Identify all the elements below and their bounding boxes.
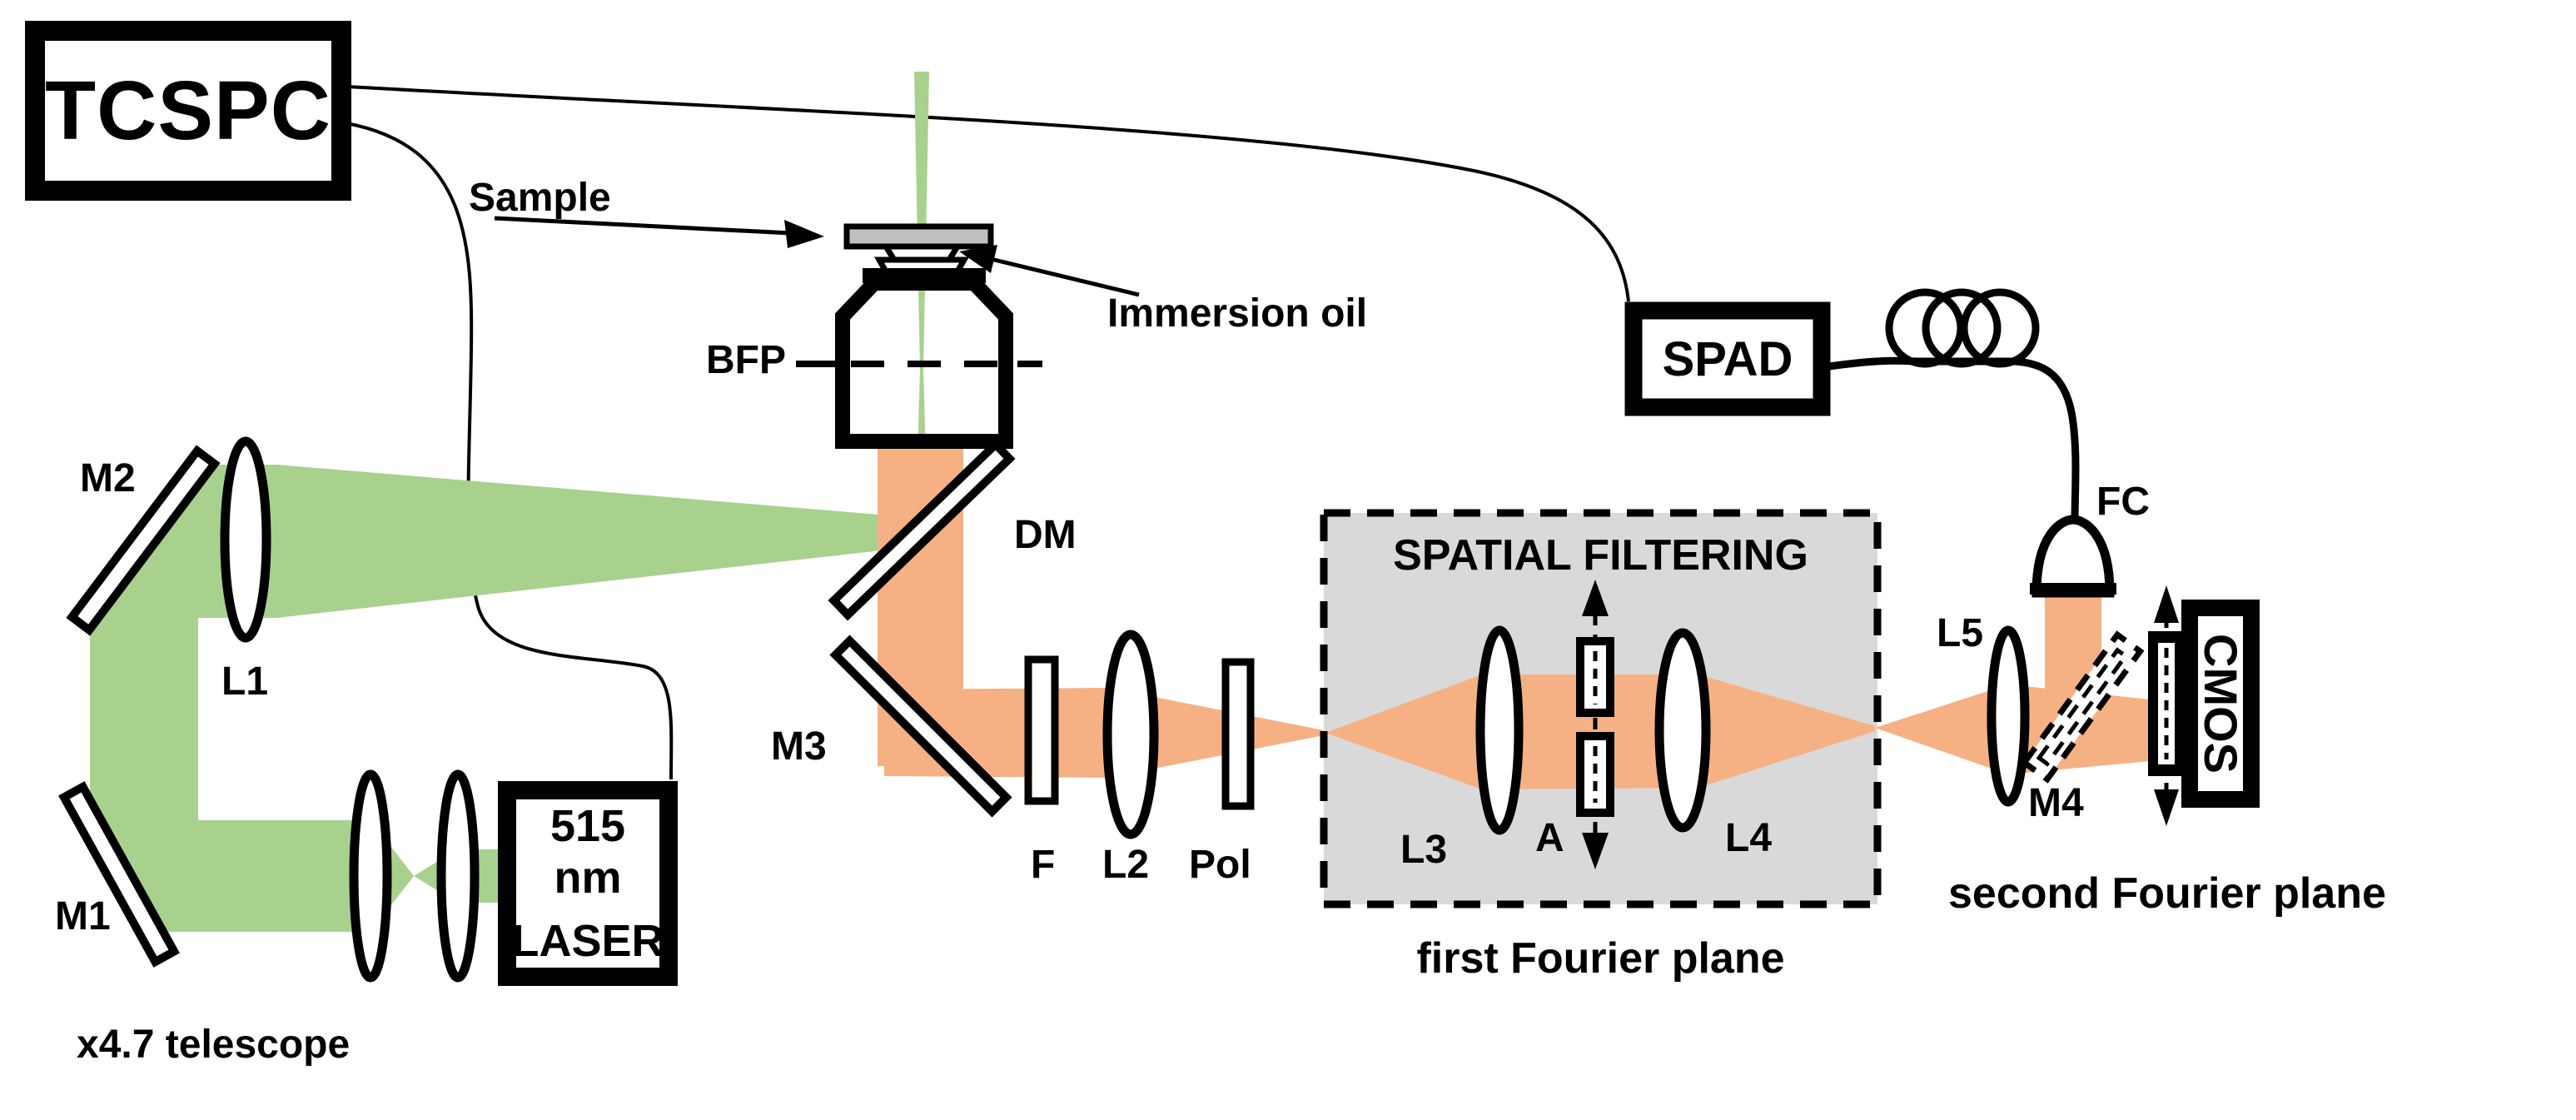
label-bfp: BFP [706, 338, 786, 382]
wire-tcspc-to-laser [346, 122, 674, 780]
fiber-loop-2 [1922, 288, 2002, 368]
label-spatial-filtering: SPATIAL FILTERING [1393, 531, 1808, 580]
label-dm: DM [1014, 513, 1077, 557]
flip-mirror-m4 [2020, 630, 2145, 784]
immersion-arrow-line [990, 256, 1140, 297]
sample-slide [843, 223, 994, 250]
sensor-arrow-down-icon [2154, 789, 2179, 826]
cmos-label: CMOS [2195, 634, 2247, 774]
filter-f [1024, 655, 1059, 805]
label-l5: L5 [1937, 611, 1984, 655]
immersion-oil-pointer [959, 245, 1140, 297]
dichroic-mirror-dm [828, 438, 1016, 621]
fc-base [2030, 583, 2116, 595]
wire-tcspc-to-spad [347, 85, 1630, 302]
label-m3: M3 [771, 724, 827, 769]
cmos-box [2181, 600, 2260, 808]
label-f: F [1031, 843, 1056, 887]
optical-fiber [1828, 288, 2080, 522]
aperture-arrow-down-icon [1582, 833, 1609, 869]
lens-l3 [1475, 625, 1524, 835]
fiber-line [1828, 356, 2080, 522]
spad-label: SPAD [1662, 331, 1793, 386]
green-beam-m2-to-dm [85, 465, 919, 618]
sample-pointer [494, 216, 824, 248]
label-fc: FC [2096, 480, 2150, 524]
telescope-lens-2 [436, 769, 480, 983]
laser-label: 515 nm LASER [512, 799, 664, 968]
telescope-lens-1 [349, 769, 392, 983]
sample-arrow-line [494, 216, 792, 236]
mirror-m2 [66, 445, 221, 636]
tcspc-box [25, 21, 351, 201]
laser-wavelength: 515 nm [550, 801, 626, 903]
label-pol: Pol [1189, 843, 1251, 887]
lens-l4 [1654, 628, 1711, 833]
cmos-label-wrap: CMOS [2181, 600, 2260, 808]
immersion-arrow-head [959, 245, 997, 273]
lens-l2 [1102, 630, 1159, 839]
laser-box [498, 781, 678, 986]
label-l3: L3 [1400, 828, 1448, 872]
label-l2: L2 [1102, 843, 1150, 887]
lens-l1 [220, 436, 271, 643]
label-m1: M1 [55, 894, 111, 938]
aperture-a [1576, 580, 1614, 869]
fc-dome [2031, 515, 2115, 598]
spatial-filtering-box-border [1320, 509, 1882, 908]
label-sample: Sample [469, 176, 611, 220]
label-m2: M2 [80, 456, 136, 500]
mirror-m3 [829, 635, 1012, 818]
label-telescope: x4.7 telescope [77, 1023, 351, 1067]
sensor-arrow-up-icon [2154, 585, 2179, 623]
green-beam-above-sample [914, 72, 929, 371]
label-second-fourier-plane: second Fourier plane [1948, 869, 2386, 918]
tcspc-label: TCSPC [45, 63, 331, 157]
laser-word: LASER [511, 916, 664, 966]
label-aperture: A [1535, 816, 1564, 860]
aperture-arrow-up-icon [1582, 580, 1609, 616]
fiber-coupler-fc [2030, 515, 2116, 598]
orange-beam-focus-to-l5 [1875, 684, 2008, 774]
green-beam-m2-to-m1 [90, 481, 370, 932]
label-immersion-oil: Immersion oil [1107, 291, 1368, 336]
objective-body-outline [835, 276, 1013, 449]
cmos-sensor-plate [2148, 585, 2185, 826]
label-l4: L4 [1725, 816, 1773, 860]
mirror-m1 [58, 781, 180, 968]
label-first-fourier-plane: first Fourier plane [1416, 934, 1785, 983]
lens-l5 [1987, 625, 2030, 807]
label-m4: M4 [2028, 781, 2084, 825]
sample-arrow-head [784, 220, 824, 248]
spad-box [1624, 301, 1831, 416]
fiber-loop-3 [1960, 288, 2040, 368]
polarizer-pol [1221, 658, 1255, 810]
label-l1: L1 [221, 660, 269, 704]
